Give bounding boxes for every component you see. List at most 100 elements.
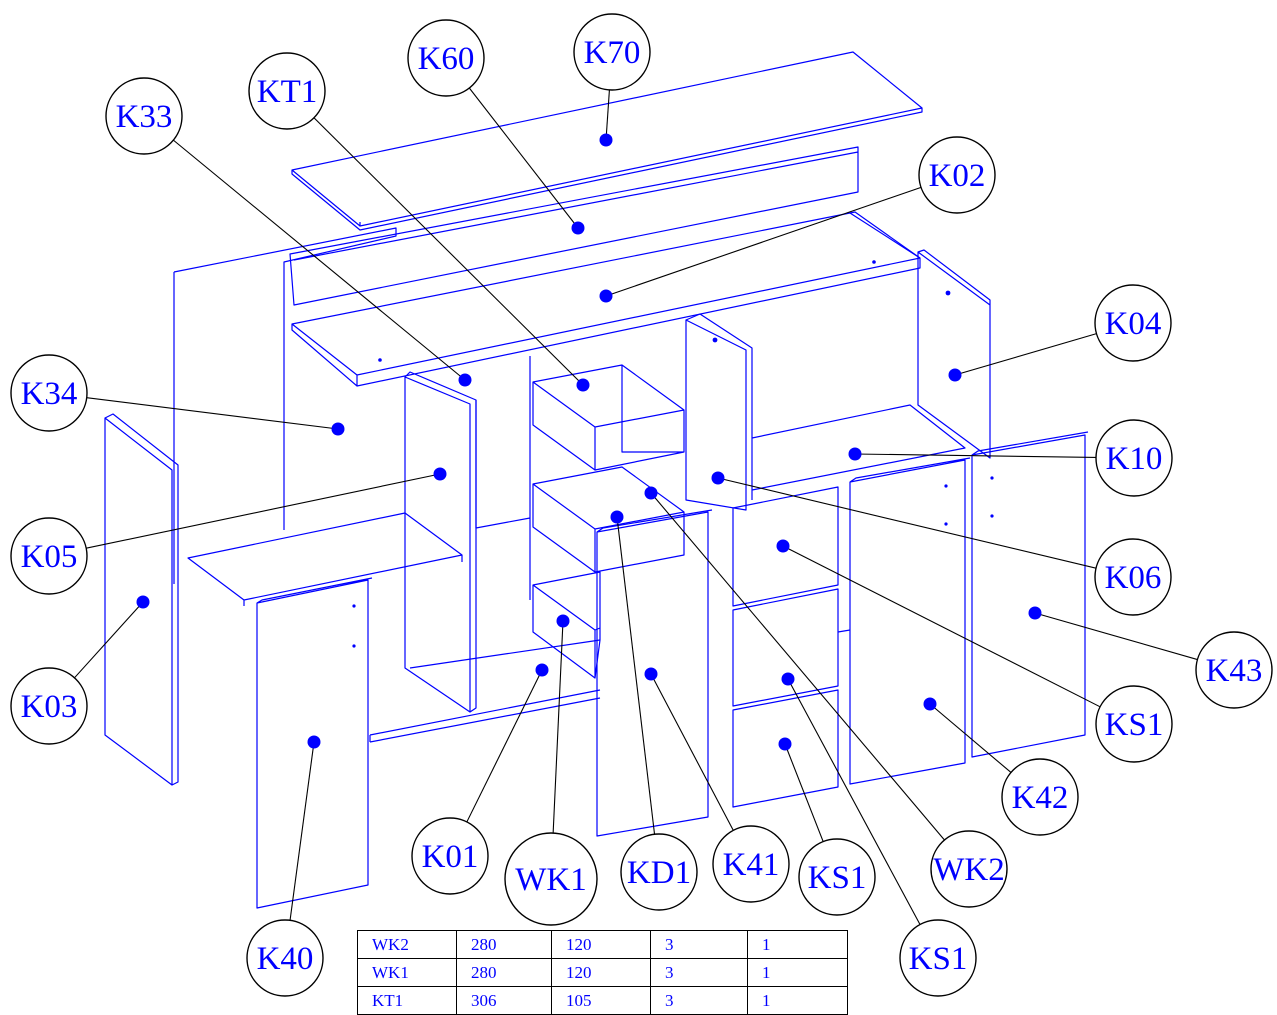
leader-line	[468, 87, 579, 229]
leader-line	[782, 545, 1101, 708]
leader-line	[313, 117, 584, 386]
part-label-bubble: K03	[10, 667, 88, 745]
leader-line	[74, 601, 144, 679]
part-label: KS1	[808, 860, 867, 896]
hole	[712, 337, 718, 343]
leader-line	[605, 186, 922, 297]
leader-dot	[599, 289, 613, 303]
table-cell: 105	[551, 986, 651, 1015]
side-K03	[104, 413, 179, 786]
divider-K05	[404, 371, 477, 713]
leader-dot	[923, 697, 937, 711]
part-label-bubble: K40	[246, 919, 324, 997]
drawer-WK1	[532, 466, 685, 573]
part-label-bubble: K41	[712, 825, 790, 903]
part-label-bubble: KS1	[798, 838, 876, 916]
bubble-circle	[918, 136, 996, 214]
leader-dot	[644, 667, 658, 681]
part-label-bubble: KS1	[1095, 685, 1173, 763]
table-cell: 3	[650, 986, 748, 1015]
bubble-circle	[10, 354, 88, 432]
divider-K06	[685, 313, 753, 511]
bubble-circle	[411, 817, 489, 895]
bubble-circle	[1095, 685, 1173, 763]
leader-dot	[778, 737, 792, 751]
door-K43	[971, 431, 1089, 758]
leader-dot	[136, 595, 150, 609]
leader-line	[466, 669, 543, 823]
leader-line	[1034, 612, 1198, 661]
leader-line	[954, 333, 1097, 376]
top-board-K70	[291, 51, 923, 231]
leader-dot	[781, 672, 795, 686]
door-K42	[849, 457, 971, 785]
table-cell: 3	[650, 930, 748, 959]
part-label: K60	[418, 41, 475, 77]
table-cell: 306	[456, 986, 552, 1015]
part-label-bubble: K02	[918, 136, 996, 214]
part-label: WK2	[933, 852, 1004, 888]
shelf-K10	[751, 404, 966, 491]
part-label-bubble: KT1	[248, 52, 326, 130]
leader-line	[86, 397, 339, 430]
leader-line	[854, 453, 1097, 459]
part-label: K70	[584, 35, 641, 71]
table-cell: 120	[551, 958, 651, 987]
part-label: K42	[1012, 780, 1069, 816]
part-label-bubble: K70	[573, 13, 651, 91]
table-cell: 280	[456, 958, 552, 987]
part-label: K10	[1106, 441, 1163, 477]
part-label-bubble: K10	[1095, 419, 1173, 497]
bubble-circle	[620, 833, 698, 911]
leader-dot	[776, 539, 790, 553]
part-label-bubble: WK2	[930, 830, 1008, 908]
door-K40	[256, 577, 373, 909]
leader-dot	[556, 614, 570, 628]
bubble-circle	[930, 830, 1008, 908]
part-label: K03	[21, 689, 78, 725]
bubble-circle	[712, 825, 790, 903]
part-label: KS1	[909, 941, 968, 977]
shelf-K02	[291, 211, 921, 387]
table-cell: 3	[650, 958, 748, 987]
leader-dot	[644, 486, 658, 500]
bubble-circle	[10, 667, 88, 745]
hole	[378, 358, 382, 362]
part-label-bubble: K05	[10, 517, 88, 595]
hole	[352, 604, 356, 608]
part-label-bubble: WK1	[504, 832, 598, 926]
leader-line	[172, 139, 466, 381]
bubble-circle	[899, 919, 977, 997]
leader-dot	[535, 663, 549, 677]
part-label: K41	[723, 847, 780, 883]
bubble-circle	[246, 919, 324, 997]
part-label-bubble: K60	[407, 19, 485, 97]
leader-dot	[458, 373, 472, 387]
part-label: KD1	[627, 855, 691, 891]
part-label: K02	[929, 158, 986, 194]
part-label: K01	[422, 839, 479, 875]
part-label-bubble: KS1	[899, 919, 977, 997]
leader-line	[86, 473, 441, 549]
bubble-circle	[407, 19, 485, 97]
leader-dot	[307, 735, 321, 749]
shelf-K34	[187, 512, 463, 606]
part-label: K40	[257, 941, 314, 977]
rail-K60	[289, 146, 859, 306]
leader-line	[605, 89, 610, 141]
bubble-circle	[573, 13, 651, 91]
part-label: K05	[21, 539, 78, 575]
part-label: K33	[116, 99, 173, 135]
hole	[990, 476, 994, 480]
hole	[944, 484, 948, 488]
table-cell: 1	[747, 958, 848, 987]
part-label-bubble: KD1	[620, 833, 698, 911]
callouts: K70K60KT1K33K02K04K34K10K05K06K03K43KS1K…	[10, 13, 1273, 997]
part-label: K04	[1105, 306, 1162, 342]
hole	[944, 522, 948, 526]
part-label: K43	[1206, 653, 1263, 689]
leader-dot	[599, 133, 613, 147]
